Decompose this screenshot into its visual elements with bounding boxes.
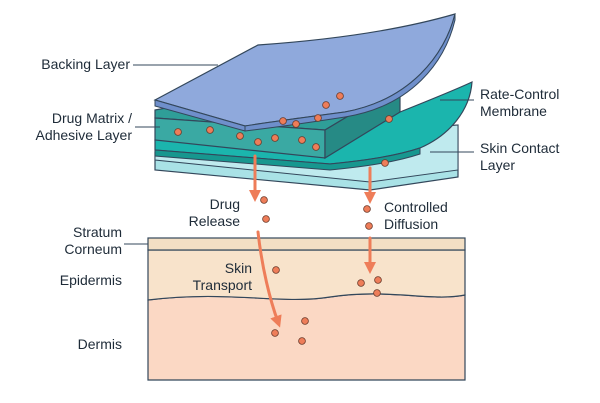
skin-transport-arrow bbox=[256, 230, 282, 328]
drug-particle bbox=[236, 132, 244, 140]
dermis-label: Dermis bbox=[77, 336, 122, 352]
drug-particle bbox=[374, 276, 382, 284]
drug-particle bbox=[271, 134, 279, 142]
drug-particle bbox=[271, 329, 279, 337]
skin-transport-label: Skin Transport bbox=[192, 260, 252, 293]
drug-particle bbox=[260, 196, 268, 204]
drug-particle bbox=[373, 289, 381, 297]
drug-particle bbox=[292, 120, 300, 128]
controlled-diffusion-label: Controlled Diffusion bbox=[384, 199, 448, 232]
diffusion-arrows bbox=[249, 154, 376, 328]
epidermis-layer bbox=[147, 249, 466, 301]
drug-particle bbox=[254, 138, 262, 146]
backing-layer-label: Backing Layer bbox=[41, 56, 130, 72]
epidermis-label: Epidermis bbox=[59, 272, 122, 288]
drug-particle bbox=[336, 92, 344, 100]
skin-contact-layer-label: Skin Contact Layer bbox=[480, 140, 560, 173]
drug-particle bbox=[357, 279, 365, 287]
drug-release-label: Drug Release bbox=[188, 196, 240, 229]
drug-particle bbox=[298, 136, 306, 144]
dermis-layer bbox=[147, 293, 466, 381]
drug-particle bbox=[381, 159, 389, 167]
drug-particle bbox=[298, 337, 306, 345]
drug-particle bbox=[312, 143, 320, 151]
drug-particles-released bbox=[260, 196, 382, 345]
drug-particle bbox=[322, 101, 330, 109]
stratum-corneum-layer bbox=[147, 237, 466, 251]
drug-particle bbox=[174, 128, 182, 136]
skin-block bbox=[147, 237, 466, 381]
leader-lines bbox=[124, 64, 474, 245]
drug-particle bbox=[272, 266, 280, 274]
drug-particle bbox=[262, 215, 270, 223]
drug-particle bbox=[279, 117, 287, 125]
backing-layer bbox=[153, 13, 456, 132]
drug-particle bbox=[365, 222, 373, 230]
drug-matrix-label: Drug Matrix / Adhesive Layer bbox=[35, 110, 132, 143]
rate-control-membrane-label: Rate-Control Membrane bbox=[480, 86, 560, 119]
drug-particle bbox=[301, 317, 309, 325]
drug-particle bbox=[206, 126, 214, 134]
drug-particles-matrix bbox=[174, 92, 393, 167]
drug-particle bbox=[385, 115, 393, 123]
drug-particle bbox=[314, 114, 322, 122]
drug-particle bbox=[363, 205, 371, 213]
stratum-corneum-label: Stratum Corneum bbox=[64, 224, 122, 257]
